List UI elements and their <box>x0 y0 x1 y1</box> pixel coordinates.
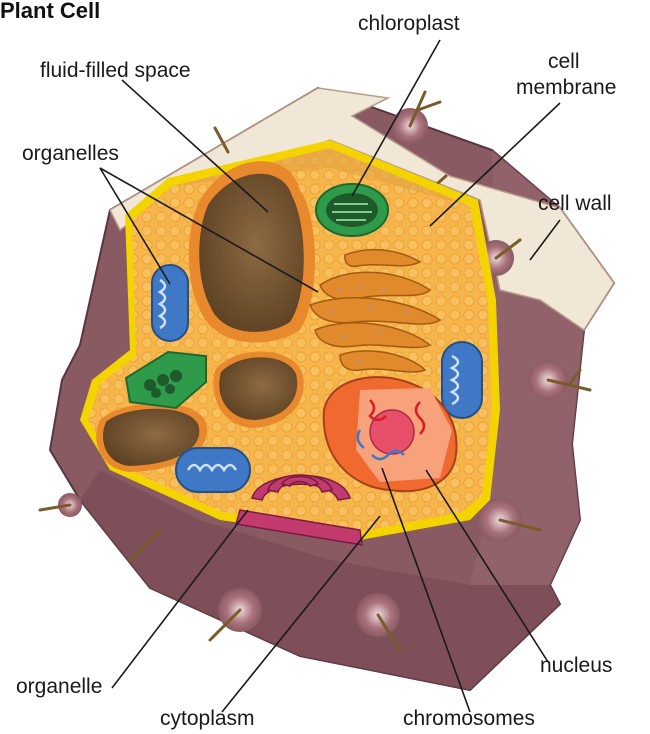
label-nucleus: nucleus <box>540 654 612 677</box>
label-cell-wall: cell wall <box>538 192 612 215</box>
label-chromosomes: chromosomes <box>403 707 535 730</box>
label-cell-membrane-line2: membrane <box>516 76 616 99</box>
mitochondrion-bottom <box>176 448 250 492</box>
label-organelles: organelles <box>22 142 119 165</box>
label-organelle: organelle <box>16 675 102 698</box>
mitochondrion-right <box>442 342 482 418</box>
label-cell-membrane-line1: cell <box>548 50 580 73</box>
label-chloroplast: chloroplast <box>358 12 460 35</box>
mitochondrion-left <box>152 265 188 341</box>
nucleolus <box>370 410 414 454</box>
label-fluid-filled-space: fluid-filled space <box>40 59 191 82</box>
chloroplast-top <box>316 184 388 236</box>
diagram-title: Plant Cell <box>0 0 100 23</box>
label-cytoplasm: cytoplasm <box>160 707 255 730</box>
